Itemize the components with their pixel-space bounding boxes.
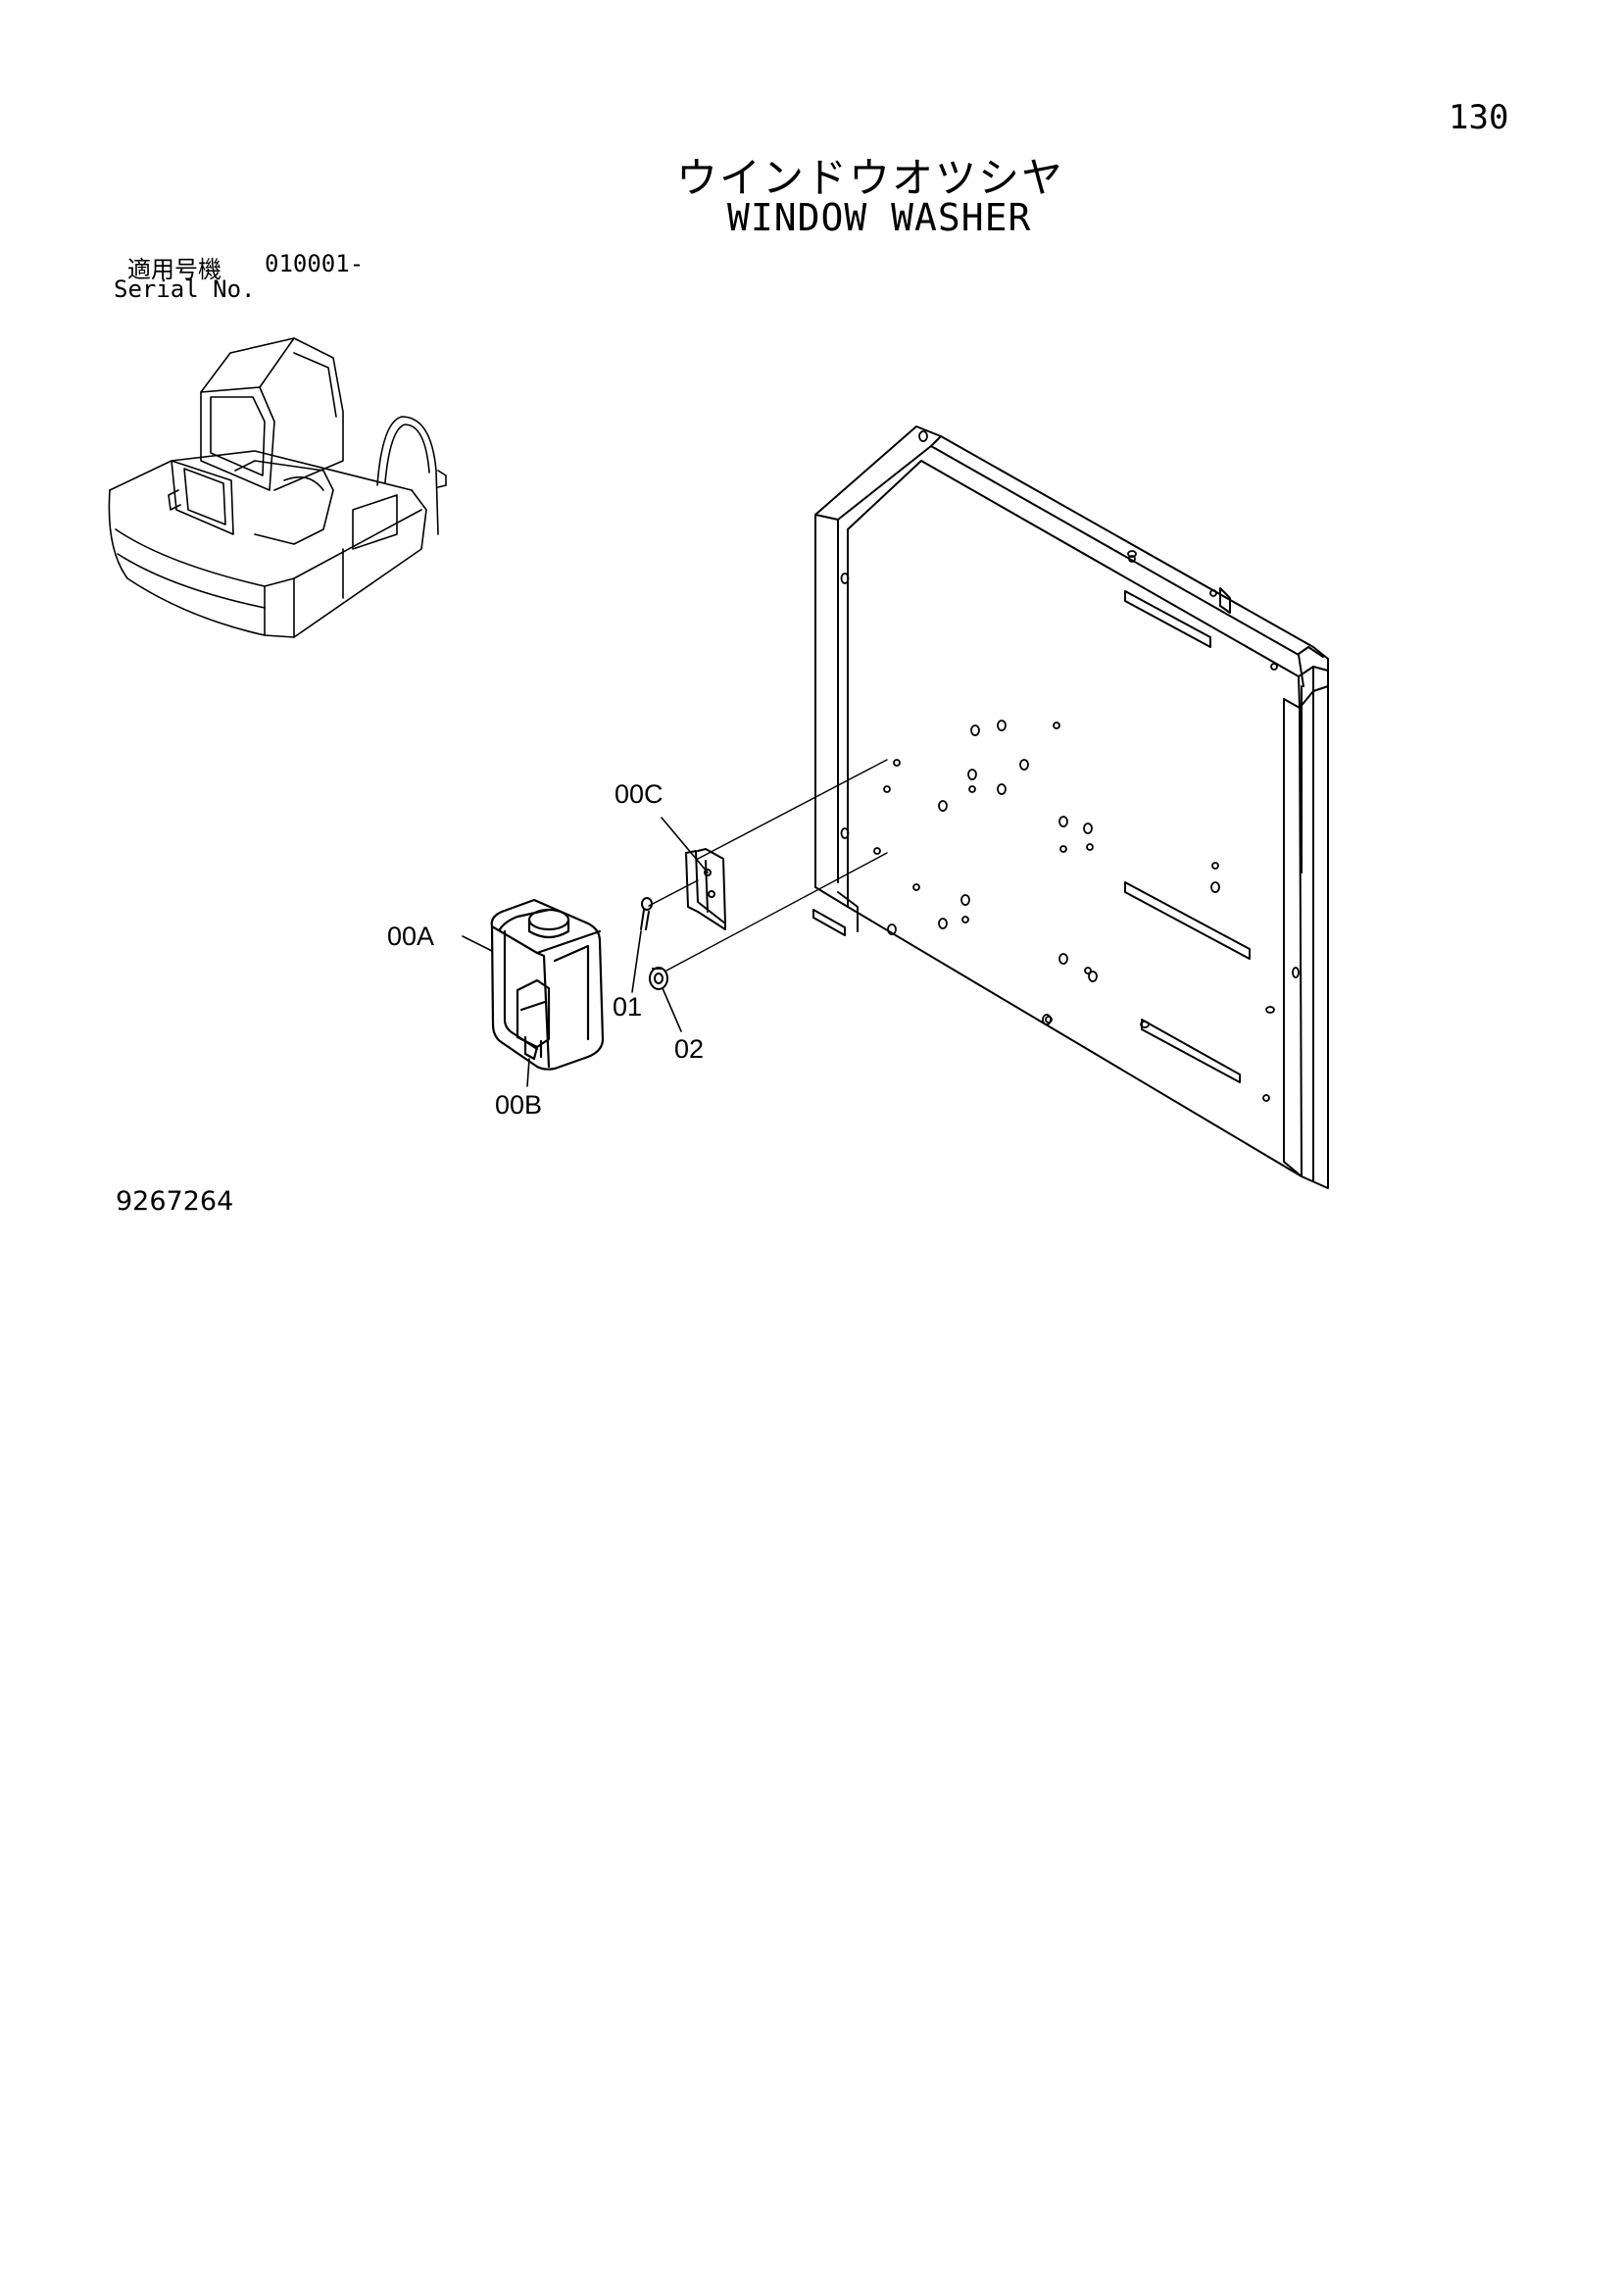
title-english: WINDOW WASHER (727, 196, 1032, 239)
callout-01: 01 (613, 992, 643, 1022)
serial-range: 010001- (265, 250, 365, 277)
callout-00B: 00B (495, 1090, 543, 1120)
assembly-lines (648, 759, 888, 972)
serial-label-japanese: 適用号機 (127, 256, 221, 283)
leader-lines (462, 817, 709, 1087)
part-nut-02 (649, 967, 668, 990)
part-bracket-00C (685, 848, 726, 930)
part-bolt-01 (640, 897, 653, 930)
callout-02: 02 (674, 1034, 705, 1064)
mounting-panel (812, 425, 1329, 1189)
page-number: 130 (1449, 98, 1509, 137)
title-japanese: ウインドウオツシヤ (676, 154, 1065, 202)
document-number: 9267264 (116, 1186, 234, 1217)
panel-holes (840, 430, 1300, 1102)
callout-00C: 00C (615, 779, 664, 809)
machine-overview-illustration (108, 337, 447, 638)
callout-00A: 00A (387, 922, 435, 951)
serial-label-english: Serial No. (114, 275, 256, 303)
part-washer-tank-00A (490, 898, 605, 1071)
